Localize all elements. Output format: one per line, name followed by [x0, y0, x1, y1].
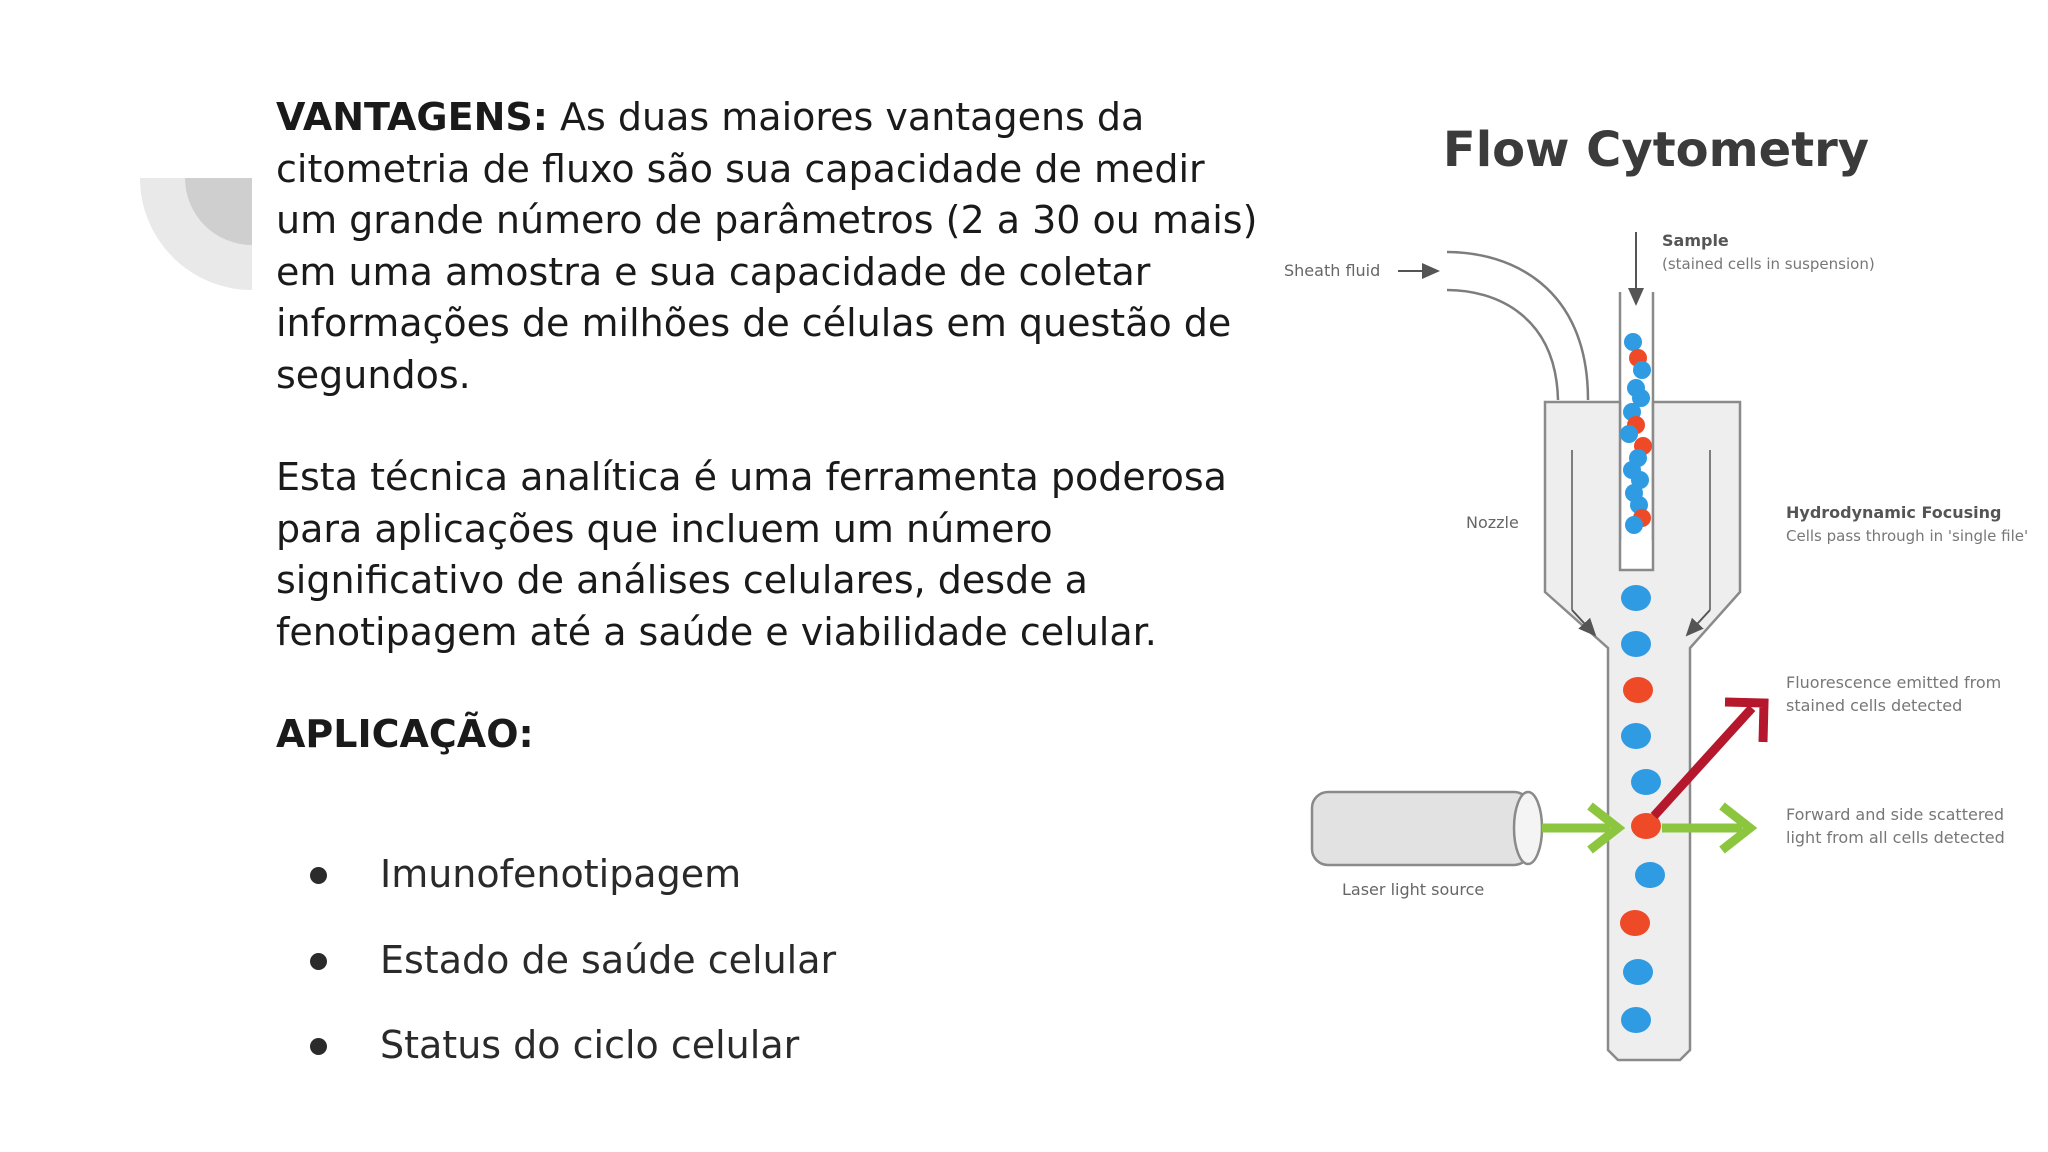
laser-source [1310, 790, 1532, 867]
sample-cells [1620, 333, 1652, 534]
technique-paragraph: Esta técnica analítica é uma ferramenta … [276, 455, 1227, 654]
list-item: Imunofenotipagem [300, 848, 836, 900]
sample-label: Sample [1662, 231, 1729, 250]
application-list: Imunofenotipagem Estado de saúde celular… [300, 848, 836, 1105]
text-column: VANTAGENS: As duas maiores vantagens da … [276, 92, 1266, 761]
list-item-label: Status do ciclo celular [380, 1023, 800, 1067]
single-file-cells [1620, 585, 1665, 1033]
scatter-label-line-1: Forward and side scattered [1786, 805, 2004, 824]
fluorescence-label-line-2: stained cells detected [1786, 696, 1962, 715]
fluorescence-label-line-1: Fluorescence emitted from [1786, 673, 2001, 692]
fluorescence-arrow [1650, 697, 1769, 820]
focusing-arrow [1571, 609, 1597, 637]
bullet-icon [310, 952, 327, 970]
advantages-paragraph: VANTAGENS: As duas maiores vantagens da … [276, 92, 1266, 401]
scatter-light-arrow [1662, 802, 1758, 854]
focusing-label: Hydrodynamic Focusing [1786, 503, 2001, 522]
list-item-label: Imunofenotipagem [380, 852, 742, 896]
advantages-lead: VANTAGENS: [276, 95, 548, 139]
sheath-flow-line [1446, 288, 1560, 401]
nozzle-label: Nozzle [1466, 513, 1519, 532]
laser-label: Laser light source [1342, 880, 1484, 899]
decorative-quarter-circle [140, 178, 252, 290]
bullet-icon [310, 867, 327, 884]
list-item: Status do ciclo celular [300, 1019, 836, 1071]
sample-note: (stained cells in suspension) [1662, 255, 1875, 273]
laser-beam-arrow [1542, 802, 1626, 854]
sheath-flow-line [1446, 250, 1590, 401]
focusing-arrow [1685, 609, 1711, 637]
scatter-label-line-2: light from all cells detected [1786, 828, 2005, 847]
bullet-icon [310, 1038, 327, 1055]
application-heading: APLICAÇÃO: [276, 712, 534, 756]
laser-aperture [1512, 790, 1544, 866]
list-item: Estado de saúde celular [300, 934, 836, 986]
advantages-body: As duas maiores vantagens da citometria … [276, 95, 1258, 397]
diagram-title: Flow Cytometry [1443, 122, 1869, 178]
flow-cytometry-diagram: Flow Cytometry [1284, 122, 2028, 1062]
list-item-label: Estado de saúde celular [380, 937, 837, 982]
focusing-note: Cells pass through in 'single file' [1786, 527, 2028, 545]
sheath-fluid-label: Sheath fluid [1284, 261, 1380, 280]
